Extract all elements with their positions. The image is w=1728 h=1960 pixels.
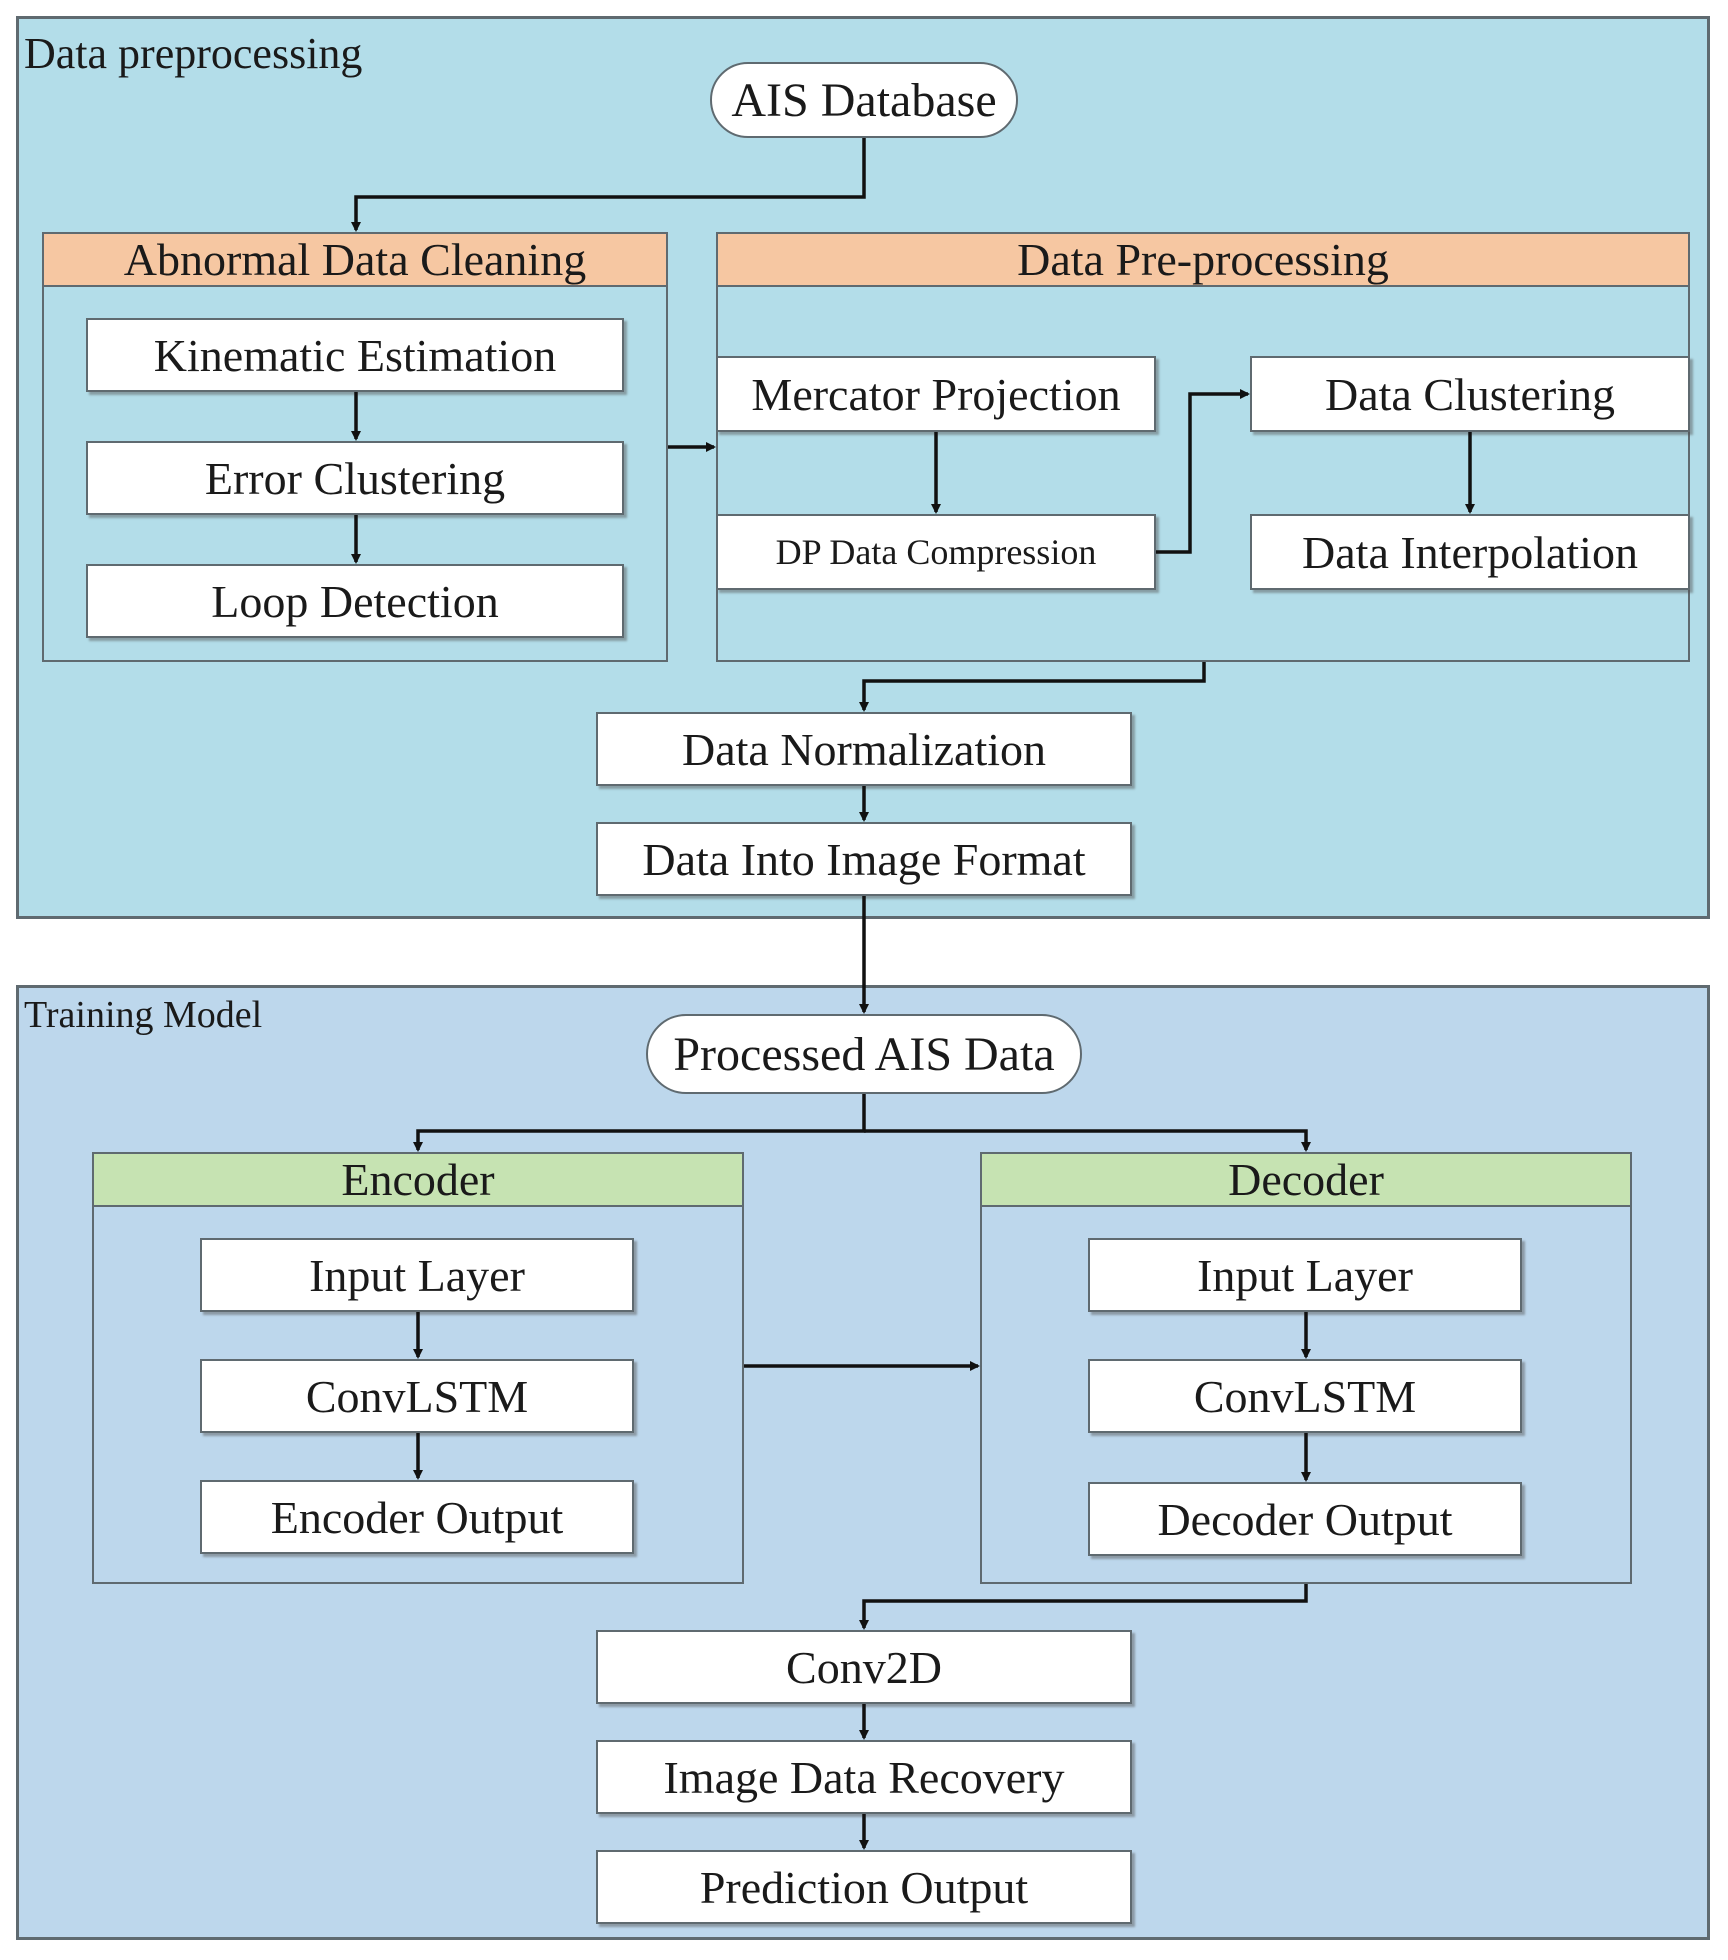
decoder-convlstm-box: ConvLSTM	[1088, 1359, 1522, 1433]
ais-database-node: AIS Database	[710, 62, 1018, 138]
encoder-header: Encoder	[94, 1154, 742, 1207]
training-model-title: Training Model	[24, 994, 263, 1036]
encoder-input-layer-box: Input Layer	[200, 1238, 634, 1312]
decoder-header: Decoder	[982, 1154, 1630, 1207]
decoder-group: Decoder	[980, 1152, 1632, 1584]
conv2d-box: Conv2D	[596, 1630, 1132, 1704]
data-normalization-box: Data Normalization	[596, 712, 1132, 786]
data-pre-processing-group: Data Pre-processing	[716, 232, 1690, 662]
decoder-input-layer-box: Input Layer	[1088, 1238, 1522, 1312]
kinematic-estimation-box: Kinematic Estimation	[86, 318, 624, 392]
mercator-projection-box: Mercator Projection	[716, 356, 1156, 432]
data-into-image-format-box: Data Into Image Format	[596, 822, 1132, 896]
image-data-recovery-box: Image Data Recovery	[596, 1740, 1132, 1814]
encoder-group: Encoder	[92, 1152, 744, 1584]
data-preprocessing-title: Data preprocessing	[24, 29, 363, 78]
encoder-convlstm-box: ConvLSTM	[200, 1359, 634, 1433]
decoder-output-box: Decoder Output	[1088, 1482, 1522, 1556]
data-clustering-box: Data Clustering	[1250, 356, 1690, 432]
loop-detection-box: Loop Detection	[86, 564, 624, 638]
error-clustering-box: Error Clustering	[86, 441, 624, 515]
data-pre-processing-header: Data Pre-processing	[718, 234, 1688, 287]
processed-ais-data-node: Processed AIS Data	[646, 1014, 1082, 1094]
abnormal-data-cleaning-header: Abnormal Data Cleaning	[44, 234, 666, 287]
prediction-output-box: Prediction Output	[596, 1850, 1132, 1924]
data-interpolation-box: Data Interpolation	[1250, 514, 1690, 590]
abnormal-data-cleaning-group: Abnormal Data Cleaning	[42, 232, 668, 662]
dp-data-compression-box: DP Data Compression	[716, 514, 1156, 590]
encoder-output-box: Encoder Output	[200, 1480, 634, 1554]
